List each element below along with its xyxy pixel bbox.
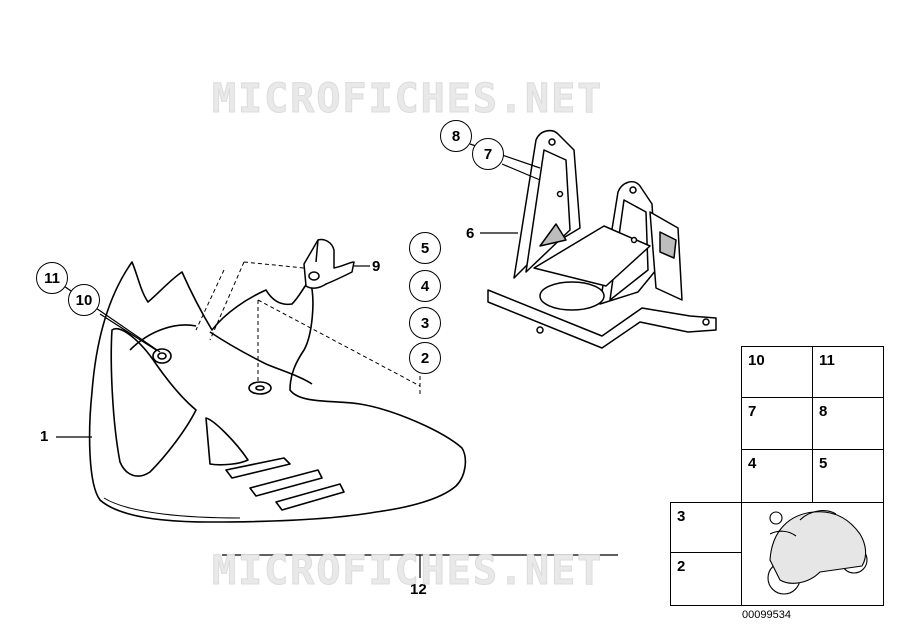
callout-10: 10 xyxy=(68,284,100,316)
callout-4: 4 xyxy=(409,270,441,302)
grid-label-8: 8 xyxy=(819,403,828,420)
grid-label-7: 7 xyxy=(748,403,757,420)
grid-label-4: 4 xyxy=(748,455,757,472)
callout-1: 1 xyxy=(40,428,49,445)
callout-12: 12 xyxy=(410,581,427,598)
grid-label-5: 5 xyxy=(819,455,828,472)
callout-5: 5 xyxy=(409,232,441,264)
grid-cell-11: 11 xyxy=(812,346,884,398)
grid-cell-8: 8 xyxy=(812,397,884,450)
grid-cell-motorcycle xyxy=(741,502,884,606)
grid-cell-4: 4 xyxy=(741,449,813,503)
reference-code: 00099534 xyxy=(742,609,791,621)
watermark-top: MICROFICHES.NET xyxy=(211,76,604,123)
callout-7: 7 xyxy=(472,138,504,170)
grid-cell-7: 7 xyxy=(741,397,813,450)
callout-8: 8 xyxy=(440,120,472,152)
grid-cell-3: 3 xyxy=(670,502,742,553)
grid-label-3: 3 xyxy=(677,508,686,525)
callout-2: 2 xyxy=(409,342,441,374)
grid-label-2: 2 xyxy=(677,558,686,575)
grid-cell-10: 10 xyxy=(741,346,813,398)
callout-3: 3 xyxy=(409,307,441,339)
fitting-lines xyxy=(195,261,421,396)
grid-label-10: 10 xyxy=(748,352,765,369)
callout-6: 6 xyxy=(466,225,475,242)
callout-11: 11 xyxy=(36,262,68,294)
watermark-bottom: MICROFICHES.NET xyxy=(211,548,604,595)
grid-cell-5: 5 xyxy=(812,449,884,503)
grid-cell-2: 2 xyxy=(670,552,742,606)
holder-frame-drawing xyxy=(487,129,717,349)
engine-spoiler-drawing xyxy=(88,261,467,523)
small-bracket-drawing xyxy=(303,238,355,289)
grid-label-11: 11 xyxy=(819,352,835,369)
callout-9: 9 xyxy=(372,258,381,275)
